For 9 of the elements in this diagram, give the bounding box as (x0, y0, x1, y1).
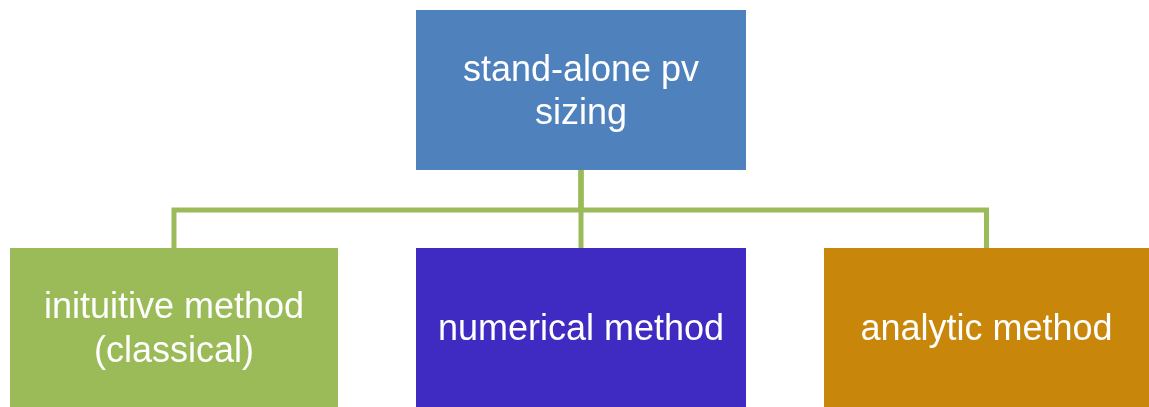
connector-line (578, 170, 989, 248)
process-box (10, 248, 338, 407)
node-label: stand-alone pv sizing (461, 46, 701, 134)
node-label: analytic method (860, 305, 1113, 350)
process-box (824, 248, 1149, 407)
process-box (416, 248, 746, 407)
node-label: inituitive method (classical) (42, 284, 306, 371)
process-box (416, 10, 746, 170)
node-label: numerical method (437, 305, 725, 350)
